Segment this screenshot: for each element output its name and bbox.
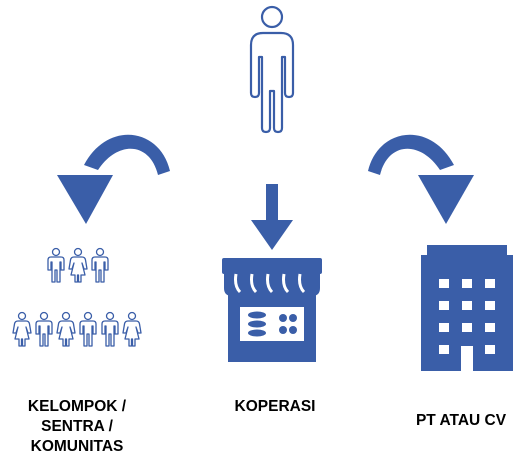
person-icon	[249, 5, 295, 134]
label-pt-atau-cv: PT ATAU CV	[415, 412, 507, 429]
label-group-line-1: KELOMPOK /	[27, 398, 127, 415]
label-koperasi: KOPERASI	[234, 398, 316, 415]
down-arrow-icon	[251, 184, 293, 250]
people-group-icon	[12, 247, 142, 347]
store-icon	[222, 258, 322, 362]
label-kelompok-sentra-komunitas: KELOMPOK / SENTRA / KOMUNITAS	[2, 397, 152, 457]
label-group-line-2: SENTRA /	[41, 418, 113, 435]
label-group-line-3: KOMUNITAS	[30, 438, 124, 455]
building-icon	[421, 245, 513, 371]
curved-arrow-left-icon	[57, 134, 170, 224]
curved-arrow-right-icon	[368, 134, 474, 224]
